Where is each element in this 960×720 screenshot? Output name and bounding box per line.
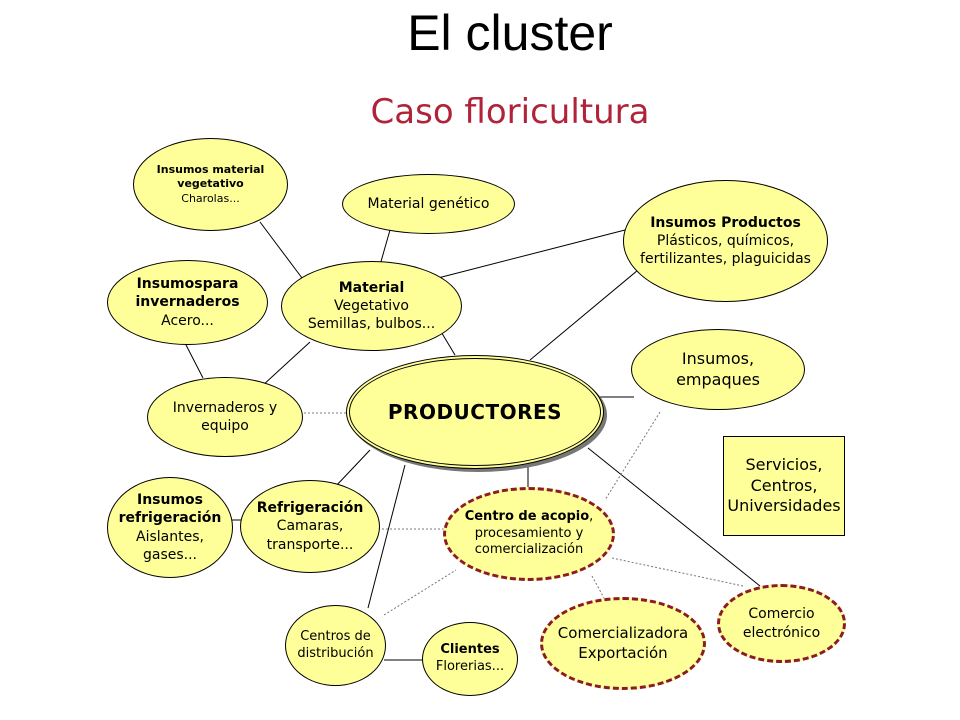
- connector: [261, 341, 311, 387]
- connector: [437, 229, 626, 279]
- node-label-line: comercialización: [474, 542, 584, 558]
- node-insumos-productos: Insumos Productos Plásticos, químicos, f…: [623, 180, 828, 302]
- node-label-line: Centros,: [750, 475, 818, 495]
- node-label-line: gases...: [142, 546, 198, 563]
- node-label-line: Centro de acopio,: [465, 509, 594, 526]
- node-comercializadora: Comercializadora Exportación: [540, 597, 706, 690]
- node-label-line: Insumos: [136, 492, 203, 509]
- node-refrigeracion: Refrigeración Camaras, transporte...: [240, 480, 380, 573]
- node-label-line: Material: [338, 279, 405, 296]
- node-label-line: Refrigeración: [256, 500, 364, 517]
- node-label-line: Exportación: [578, 643, 668, 662]
- node-label-line: empaques: [676, 369, 760, 389]
- connector: [334, 449, 371, 488]
- dotted-connector: [611, 557, 744, 587]
- node-label-line: Camaras,: [276, 518, 344, 535]
- node-material-genetico: Material genético: [342, 174, 515, 234]
- dotted-connector: [604, 411, 661, 501]
- node-label-line: Vegetativo: [334, 297, 409, 314]
- node-invernaderos-equipo: Invernaderos y equipo: [147, 377, 303, 457]
- node-label-line: invernaderos: [135, 294, 240, 311]
- node-label-line: Insumos material: [156, 163, 265, 177]
- node-label-line: fertilizantes, plaguicidas: [640, 251, 811, 268]
- node-label-line: Acero...: [161, 312, 214, 329]
- node-label-line: Charolas...: [181, 191, 240, 205]
- node-insumos-empaques: Insumos, empaques: [631, 329, 805, 410]
- node-label: Material genético: [367, 195, 490, 212]
- node-label-line: equipo: [201, 418, 249, 434]
- node-label-line: Clientes: [440, 642, 500, 658]
- node-label-line: Comercio: [748, 606, 815, 623]
- node-insumos-invernaderos: Insumospara invernaderos Acero...: [107, 260, 268, 345]
- dotted-connector: [591, 575, 605, 599]
- node-label-line: vegetativo: [177, 177, 244, 191]
- node-label-line: refrigeración: [118, 510, 222, 527]
- node-label-bold: Centro de acopio: [464, 508, 590, 524]
- node-label-line: Insumos Productos: [650, 214, 801, 231]
- page-subtitle: Caso floricultura: [370, 92, 650, 132]
- node-insumos-material-vegetativo: Insumos material vegetativo Charolas...: [133, 138, 288, 231]
- node-label-line: Insumos,: [681, 348, 755, 368]
- node-label-line: Plásticos, químicos,: [656, 232, 795, 249]
- node-label-line: Universidades: [727, 496, 841, 516]
- node-label-line: procesamiento y: [474, 525, 584, 541]
- node-material-vegetativo: Material Vegetativo Semillas, bulbos...: [281, 261, 462, 351]
- connector: [367, 464, 406, 609]
- node-centros-distribucion: Centros de distribución: [285, 605, 386, 686]
- node-servicios: Servicios, Centros, Universidades: [723, 436, 845, 536]
- node-label-line: Insumospara: [136, 276, 239, 293]
- node-label-rest: ,: [589, 508, 594, 524]
- dotted-connector: [383, 569, 457, 616]
- node-insumos-refrigeracion: Insumos refrigeración Aislantes, gases..…: [107, 477, 233, 578]
- connector: [587, 447, 761, 587]
- node-label-line: Servicios,: [745, 454, 823, 474]
- node-comercio-electronico: Comercio electrónico: [717, 584, 846, 663]
- connector: [529, 269, 639, 361]
- node-label: PRODUCTORES: [387, 400, 563, 424]
- node-label-line: distribución: [297, 645, 374, 661]
- node-label-line: Semillas, bulbos...: [307, 316, 436, 333]
- node-label-line: electrónico: [742, 624, 821, 641]
- node-label-line: Centros de: [300, 628, 371, 644]
- connector: [184, 342, 204, 379]
- connector: [439, 329, 456, 356]
- node-label-line: Invernaderos y: [172, 399, 278, 416]
- page-title: El cluster: [407, 5, 613, 61]
- node-label-line: Comercializadora: [557, 624, 689, 642]
- node-clientes: Clientes Florerias...: [422, 622, 518, 696]
- node-label-line: Aislantes,: [136, 528, 204, 545]
- node-label-line: Florerias...: [435, 659, 505, 674]
- node-label-line: transporte...: [266, 536, 354, 553]
- node-productores: PRODUCTORES: [346, 355, 604, 469]
- node-centro-acopio: Centro de acopio, procesamiento y comerc…: [443, 487, 615, 581]
- connector: [259, 221, 306, 283]
